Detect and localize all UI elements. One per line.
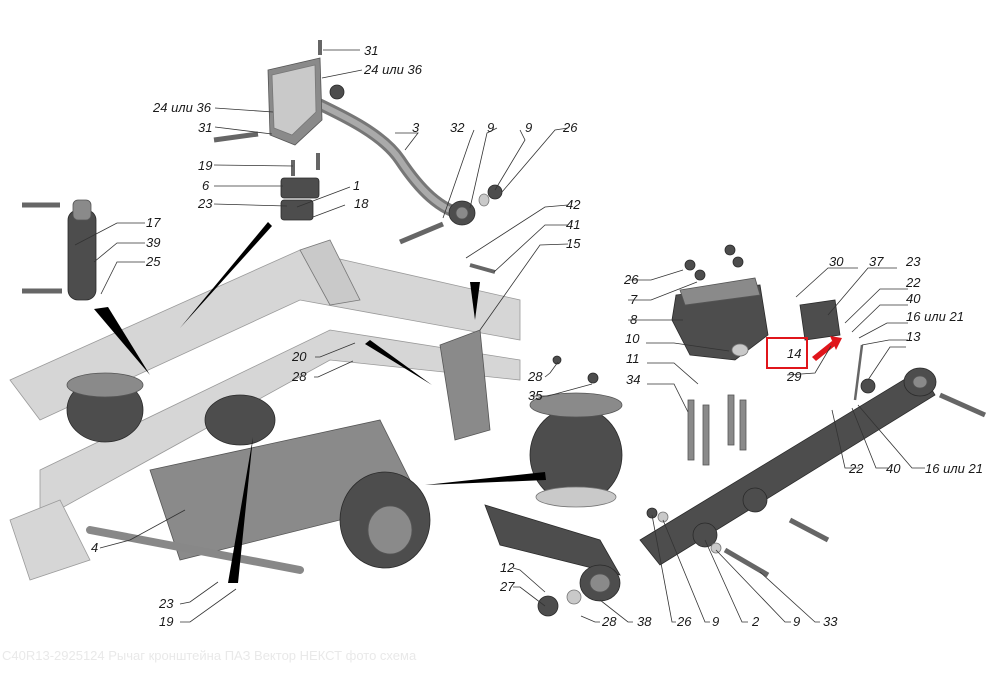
label-3: 3 (412, 120, 420, 135)
rod-16-21 (853, 344, 864, 401)
label-27: 27 (499, 579, 515, 594)
label-14: 14 (787, 346, 801, 361)
stabilizer-bar (294, 89, 476, 226)
bolts-34 (687, 394, 747, 466)
highlight-arrow (812, 341, 836, 361)
label-9-d: 9 (793, 614, 800, 629)
label-10: 10 (625, 331, 640, 346)
label-11: 11 (626, 351, 640, 366)
label-19-bottom: 19 (159, 614, 173, 629)
label-13: 13 (906, 329, 921, 344)
label-25: 25 (145, 254, 161, 269)
label-30: 30 (829, 254, 844, 269)
label-40-top: 40 (906, 291, 921, 306)
label-38: 38 (637, 614, 652, 629)
label-29: 29 (786, 369, 801, 384)
label-12: 12 (500, 560, 515, 575)
label-31-left: 31 (198, 120, 212, 135)
leader-lines (74, 49, 925, 623)
label-9-c: 9 (712, 614, 719, 629)
label-37: 37 (869, 254, 884, 269)
left-bolts (22, 40, 496, 294)
label-7: 7 (630, 292, 638, 307)
label-34: 34 (626, 372, 640, 387)
label-16-21-top: 16 или 21 (906, 309, 964, 324)
label-26-bottom: 26 (676, 614, 692, 629)
upper-bracket (267, 57, 345, 146)
label-18: 18 (354, 196, 369, 211)
air-spring-detail (529, 392, 623, 508)
highlight-part-14 (766, 336, 842, 369)
label-15: 15 (566, 236, 581, 251)
label-9-a: 9 (487, 120, 494, 135)
lower-rod (86, 526, 304, 574)
label-17: 17 (146, 215, 161, 230)
label-31-top: 31 (364, 43, 378, 58)
label-42: 42 (566, 197, 581, 212)
label-39: 39 (146, 235, 160, 250)
side-bracket (439, 329, 491, 441)
bracket-lever-2 (639, 367, 937, 566)
label-23-right: 23 (905, 254, 921, 269)
pointer-wedges (94, 222, 546, 583)
rear-axle (149, 394, 431, 569)
label-8: 8 (630, 312, 638, 327)
label-16-21-bottom: 16 или 21 (925, 461, 983, 476)
part-labels: 31 24 или 36 24 или 36 31 3 32 9 9 26 19… (91, 43, 983, 629)
label-28-left: 28 (291, 369, 307, 384)
highlight-box (766, 337, 808, 369)
label-22-top: 22 (905, 275, 921, 290)
shock-absorber (67, 199, 97, 301)
label-26-right: 26 (623, 272, 639, 287)
label-33: 33 (823, 614, 838, 629)
label-9-b: 9 (525, 120, 532, 135)
label-26-top: 26 (562, 120, 578, 135)
label-32: 32 (450, 120, 465, 135)
part-37 (799, 299, 841, 341)
label-6: 6 (202, 178, 210, 193)
label-20: 20 (291, 349, 307, 364)
label-40-bottom: 40 (886, 461, 901, 476)
watermark-caption: C40R13-2925124 Рычаг кронштейна ПАЗ Вект… (2, 648, 417, 663)
label-41: 41 (566, 217, 580, 232)
label-2: 2 (751, 614, 760, 629)
label-24-36-left: 24 или 36 (152, 100, 212, 115)
label-22-bottom: 22 (848, 461, 864, 476)
label-4: 4 (91, 540, 98, 555)
highlight-arrowhead (830, 336, 842, 350)
bracket-8 (671, 277, 769, 361)
label-28-bottom: 28 (601, 614, 617, 629)
label-35: 35 (528, 388, 543, 403)
trailing-arm-38 (484, 504, 621, 602)
label-24-36-top: 24 или 36 (363, 62, 423, 77)
fasteners (280, 177, 876, 617)
label-1: 1 (353, 178, 360, 193)
label-19-top: 19 (198, 158, 212, 173)
label-23-top: 23 (197, 196, 213, 211)
label-23-bottom: 23 (158, 596, 174, 611)
label-28-mid: 28 (527, 369, 543, 384)
bolt-33 (723, 392, 987, 578)
